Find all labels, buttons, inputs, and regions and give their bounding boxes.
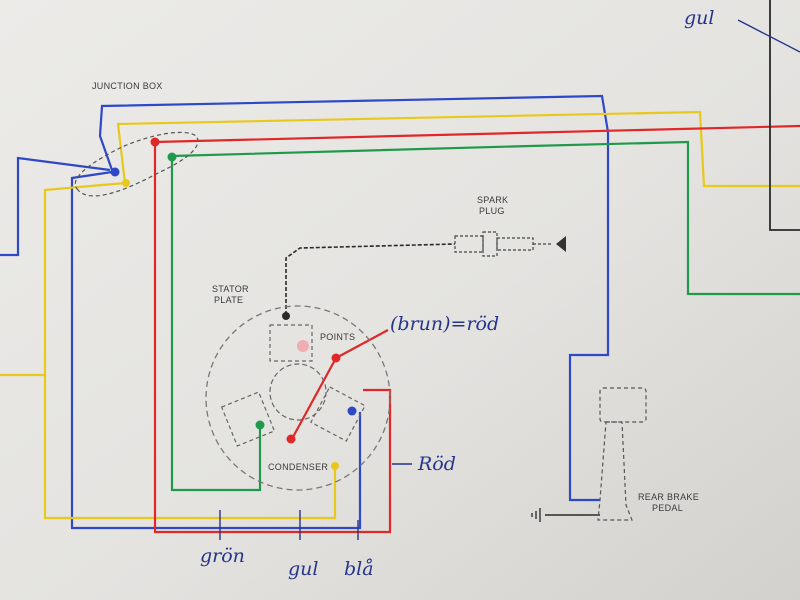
points-pink-smudge	[297, 340, 309, 352]
condenser-label: CONDENSER	[268, 462, 328, 472]
stator-blue-terminal	[347, 406, 357, 416]
stator-plate-label-2: PLATE	[214, 295, 243, 305]
green-wire-loop	[170, 156, 262, 492]
red-wire-loop	[153, 142, 392, 534]
handwritten-brun-rod: (brun)=röd	[390, 313, 499, 335]
coil-right	[310, 386, 366, 442]
stator-plate	[205, 305, 391, 491]
yellow-wire-top	[116, 110, 800, 188]
blue-wire	[0, 156, 111, 257]
blue-wire-brake	[568, 178, 610, 502]
stator-center-hole	[269, 363, 327, 421]
red-wire-points	[335, 329, 389, 359]
rear-brake-label-2: PEDAL	[652, 503, 683, 513]
spark-plug-label-2: PLUG	[479, 206, 505, 216]
spark-plug-lead	[285, 243, 456, 315]
rear-brake-pedal	[597, 387, 647, 521]
handwritten-gron: grön	[200, 545, 245, 567]
condenser-red-terminal	[286, 434, 296, 444]
junction-box-outline	[74, 131, 199, 197]
red-wire	[154, 124, 800, 144]
junction-red-terminal	[150, 137, 160, 147]
yellow-wire-loop	[43, 375, 337, 520]
junction-yellow-terminal	[122, 179, 130, 187]
junction-box-label: JUNCTION BOX	[92, 81, 163, 91]
junction-blue-terminal	[110, 167, 120, 177]
handwritten-bla: blå	[344, 558, 374, 580]
points-red-terminal	[331, 353, 341, 363]
red-wire-to-condenser	[292, 357, 337, 438]
stator-green-terminal	[255, 420, 265, 430]
right-edge-black-line	[769, 0, 800, 231]
points-block	[269, 324, 313, 362]
ground-symbol	[556, 236, 566, 252]
junction-green-terminal	[167, 152, 177, 162]
coil-left	[220, 391, 276, 447]
handwritten-gul-bottom: gul	[288, 558, 318, 580]
spark-plug	[454, 231, 552, 257]
stator-black-terminal	[282, 312, 290, 320]
handwritten-rod: Röd	[417, 453, 456, 475]
ink-leader-gul	[737, 19, 800, 53]
blue-wire-junction-top	[98, 94, 610, 178]
green-wire	[171, 140, 800, 296]
spark-plug-label: SPARK	[477, 195, 508, 205]
handwritten-gul-top: gul	[684, 7, 714, 29]
brake-ground-symbol	[531, 508, 541, 522]
yellow-wire	[0, 181, 126, 377]
stator-yellow-terminal	[331, 462, 339, 470]
points-label: POINTS	[320, 332, 355, 342]
blue-wire-main-loop	[70, 170, 362, 530]
stator-plate-label: STATOR	[212, 284, 249, 294]
rear-brake-label: REAR BRAKE	[638, 492, 699, 502]
